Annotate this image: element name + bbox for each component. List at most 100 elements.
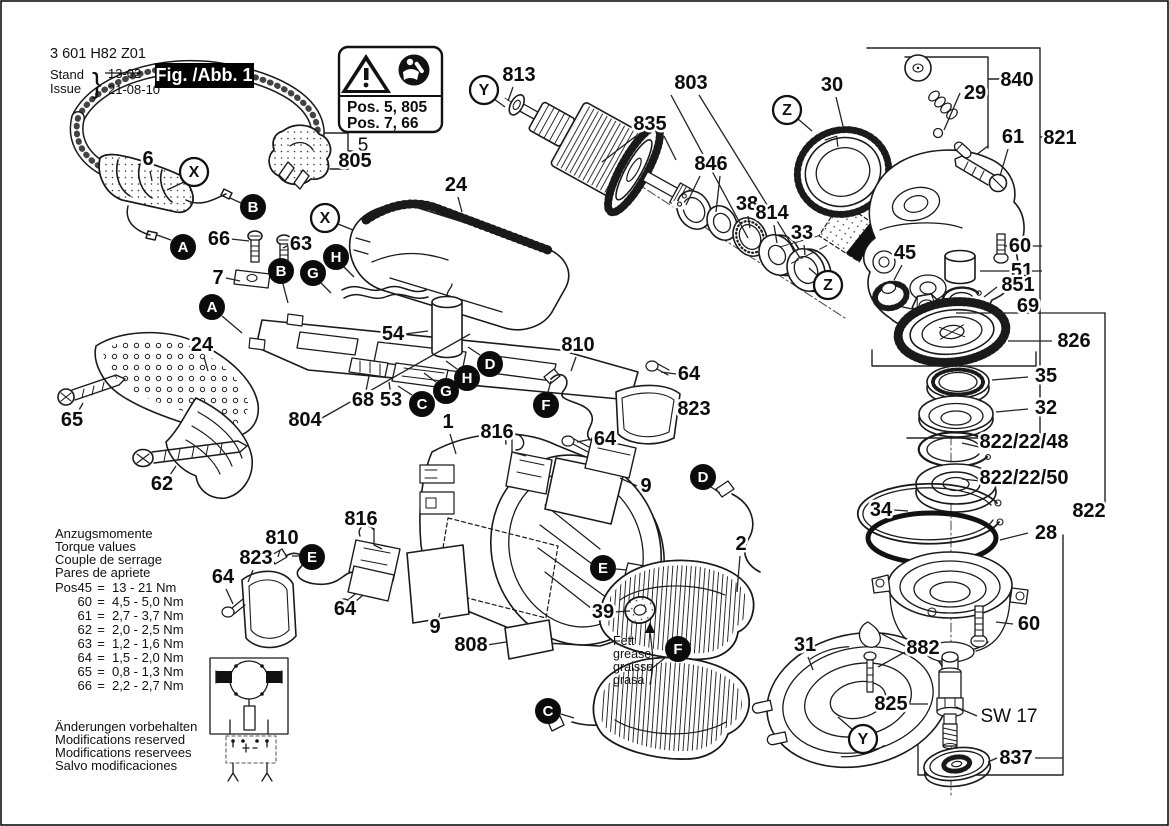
leader-line: [710, 486, 721, 494]
footer-note-es: Salvo modificaciones: [55, 758, 178, 773]
marker-letter-Y: Y: [858, 731, 869, 748]
torque-row-range: 13 - 21 Nm: [112, 580, 176, 595]
leader-line: [373, 528, 383, 550]
detent-parts-840: [904, 54, 972, 159]
connector-marker-F: [533, 392, 559, 418]
connector-marker-A: [170, 234, 196, 260]
marker-letter-C: C: [417, 396, 428, 413]
marker-letter-B: B: [248, 199, 259, 216]
connector-marker-B: [268, 258, 294, 284]
retaining-ring-34: [856, 482, 1004, 545]
leader-line: [881, 633, 906, 647]
part-label-65: 65: [61, 409, 83, 431]
leader-line: [282, 283, 289, 304]
grease-note: Fett grease graisse grasa: [613, 634, 653, 687]
torque-row-pos: 65: [78, 664, 92, 679]
part-label-35: 35: [1035, 365, 1057, 387]
connector-marker-D: [690, 464, 716, 490]
marker-letter-F: F: [673, 641, 682, 658]
leader-line: [282, 244, 290, 249]
connector-marker-C: [535, 698, 561, 724]
connector-marker-D: [477, 351, 503, 377]
field-coil-lower: [592, 656, 750, 760]
marker-letter-D: D: [698, 469, 709, 486]
torque-row-equals: =: [97, 622, 105, 637]
issue-value: 21-08-10: [108, 82, 160, 97]
grease-note-en: grease: [613, 647, 651, 661]
screw-66: [247, 230, 263, 263]
part-label-34: 34: [870, 499, 893, 521]
leader-line: [835, 96, 844, 127]
leader-line: [576, 438, 593, 443]
leader-line: [457, 196, 463, 213]
leader-line: [613, 610, 631, 613]
leader-line: [404, 330, 429, 335]
part-label-7: 7: [212, 267, 223, 289]
figure-label: Fig. /Abb. 1: [156, 65, 253, 85]
wire-810-right: [543, 368, 637, 479]
torque-title-es: Pares de apriete: [55, 565, 150, 580]
part-label-835: 835: [633, 113, 666, 135]
part-label-810: 810: [265, 527, 298, 549]
torque-title-de: Anzugsmomente: [55, 526, 153, 541]
warning-triangle-icon: [341, 54, 391, 93]
part-label-803: 803: [674, 72, 707, 94]
leader-line: [660, 371, 677, 375]
part-label-64: 64: [212, 566, 235, 588]
leader-line: [445, 360, 458, 370]
marker-letter-F: F: [541, 397, 550, 414]
leader-line: [346, 598, 351, 607]
part-label-53: 53: [380, 389, 402, 411]
torque-table: Anzugsmomente Torque values Couple de se…: [55, 526, 184, 693]
leader-line: [343, 266, 355, 278]
part-label-822: 822: [1072, 500, 1105, 522]
leader-line: [467, 346, 481, 356]
leader-line: [486, 641, 507, 646]
torque-pos-label: Pos: [55, 580, 78, 595]
part-label-816: 816: [480, 421, 513, 443]
torque-title-en: Torque values: [55, 539, 136, 554]
screw-60-top: [993, 233, 1009, 264]
leader-line: [837, 716, 854, 731]
read-manual-icon: [398, 54, 430, 86]
grease-note-es: grasa: [613, 673, 644, 687]
footer-note-fr: Modifications reservees: [55, 745, 192, 760]
leader-line: [507, 86, 514, 102]
leader-line: [397, 385, 413, 396]
leader-line: [570, 356, 577, 372]
part-label-823: 823: [239, 547, 272, 569]
part-label-882: 882: [906, 637, 939, 659]
part-label-24: 24: [191, 334, 214, 356]
torque-row-pos: 62: [78, 622, 92, 637]
part-label-30: 30: [821, 74, 843, 96]
torque-row-pos: 60: [78, 594, 92, 609]
part-label-840: 840: [1000, 69, 1033, 91]
marker-letter-G: G: [307, 265, 319, 282]
screw-61: [954, 155, 1008, 193]
part-label-837: 837: [999, 747, 1032, 769]
leader-line: [165, 465, 177, 482]
leader-line: [560, 713, 575, 719]
part-label-60: 60: [1018, 613, 1040, 635]
part-label-51: 51: [1011, 260, 1033, 282]
issue-label: Issue: [50, 81, 81, 96]
part-label-60: 60: [1009, 235, 1031, 257]
part-label-64: 64: [678, 363, 701, 385]
marker-letter-Y: Y: [479, 82, 490, 99]
leader-line: [987, 757, 998, 763]
marker-letter-H: H: [331, 249, 342, 266]
view-marker-X: [309, 202, 341, 234]
leader-line: [74, 402, 84, 418]
ring-gear-30: [793, 126, 893, 218]
part-label-823: 823: [677, 398, 710, 420]
leader-line: [156, 234, 172, 241]
leader-line: [493, 98, 506, 108]
connector-marker-E: [590, 555, 616, 581]
connector-marker-H: [454, 365, 480, 391]
part-label-24: 24: [445, 174, 468, 196]
sleeve-51: [944, 249, 976, 285]
leader-line: [999, 148, 1009, 177]
torque-row-pos: 66: [78, 678, 92, 693]
leader-line: [715, 175, 721, 213]
brace-glyph: }: [92, 68, 102, 100]
